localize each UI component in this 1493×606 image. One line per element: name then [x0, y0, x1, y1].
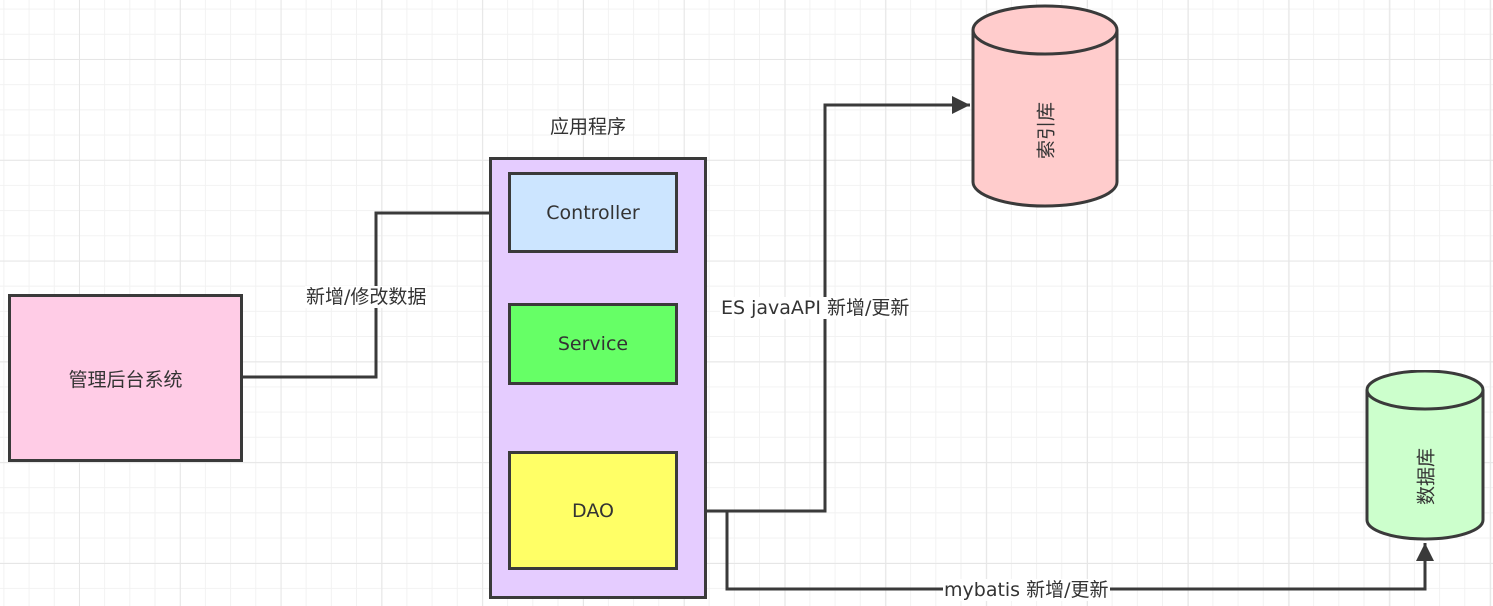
- node-service-label: Service: [557, 333, 629, 355]
- node-index-db[interactable]: 索引库: [970, 4, 1120, 208]
- cylinder-index-db-shape: [971, 4, 1119, 208]
- node-service[interactable]: Service: [508, 303, 678, 385]
- node-index-db-label: 索引库: [1035, 102, 1058, 160]
- edge-dao-to-database-label: mybatis 新增/更新: [943, 579, 1110, 601]
- edge-dao-to-index-db-label: ES javaAPI 新增/更新: [720, 297, 911, 319]
- edge-dao-to-database[interactable]: [677, 509, 1434, 591]
- group-application-title: 应用程序: [550, 116, 627, 138]
- node-admin-system[interactable]: 管理后台系统: [8, 294, 243, 462]
- node-dao-label: DAO: [572, 499, 614, 522]
- node-database[interactable]: 数据库: [1364, 369, 1486, 542]
- node-admin-system-label: 管理后台系统: [68, 368, 183, 391]
- cylinder-database-shape: [1365, 369, 1485, 541]
- node-controller[interactable]: Controller: [508, 172, 678, 253]
- edge-admin-to-controller-label: 新增/修改数据: [305, 286, 428, 308]
- node-dao[interactable]: DAO: [508, 451, 678, 570]
- node-controller-label: Controller: [546, 201, 640, 224]
- node-database-label: 数据库: [1415, 448, 1438, 506]
